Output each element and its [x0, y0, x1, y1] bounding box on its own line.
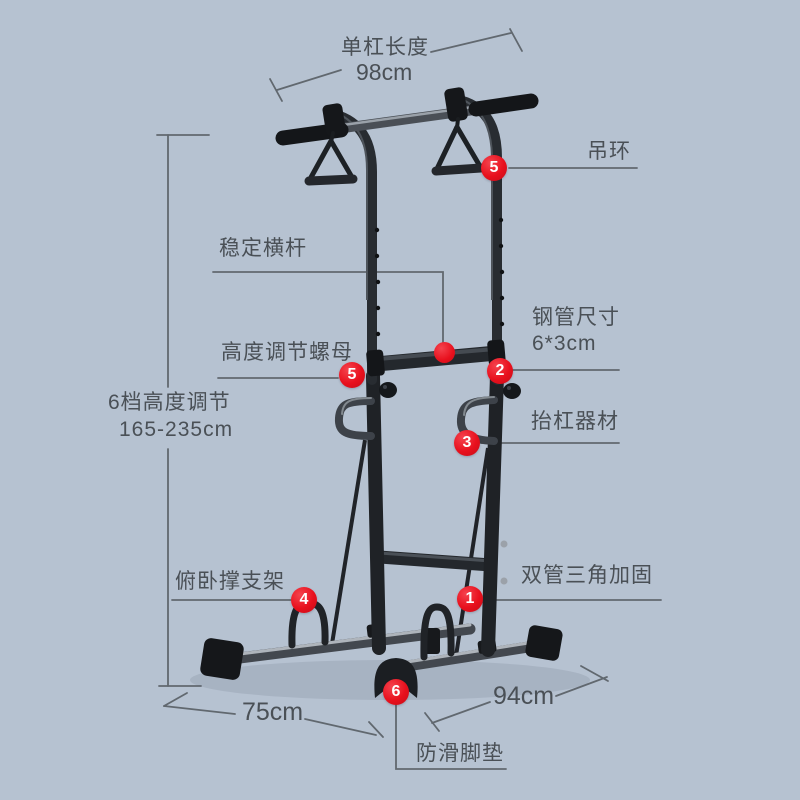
center-bracket [424, 628, 440, 654]
lower-crossbar [372, 550, 498, 572]
hanging-rings [304, 117, 486, 186]
dimension-lines [156, 28, 662, 770]
dip-bars-label: 抬杠器材 [531, 410, 619, 433]
stabilizer-dot [434, 342, 455, 363]
pushup-stand-label: 俯卧撑支架 [175, 570, 285, 593]
rings-label: 吊环 [587, 140, 631, 163]
dim-width-line [424, 665, 609, 732]
adjustment-holes [374, 217, 505, 337]
bar-length-value: 98cm [356, 59, 413, 85]
foot-pads-label: 防滑脚垫 [416, 742, 504, 765]
right-foot-cap [525, 625, 563, 661]
right-grip [468, 93, 539, 117]
badge-triangle-brace: 1 [457, 586, 483, 612]
dim-depth-line [163, 692, 384, 738]
badge-dip-bars: 3 [454, 430, 480, 456]
pipe-size-value: 6*3cm [532, 332, 597, 355]
pipe-size-label: 钢管尺寸 [532, 306, 620, 329]
badge-adjust-nut: 5 [339, 362, 365, 388]
badge-rings: 5 [481, 155, 507, 181]
base-depth-value: 75cm [242, 698, 304, 726]
left-bar-bracket [322, 103, 346, 136]
badge-foot-pads: 6 [383, 679, 409, 705]
left-foot-cap [200, 638, 244, 680]
dim-bar-length-line [269, 28, 523, 102]
pullup-bar [275, 87, 539, 146]
height-adjust-value: 165-235cm [119, 418, 234, 441]
stabilizer-leader-line [212, 271, 444, 345]
bar-length-label: 单杠长度 [341, 36, 429, 59]
stabilizer-label: 稳定横杆 [219, 237, 307, 260]
badge-pipe-size: 2 [487, 358, 513, 384]
power-tower [190, 87, 590, 700]
triangle-brace-label: 双管三角加固 [521, 564, 653, 587]
support-rods [329, 439, 490, 657]
dim-height-line [156, 134, 210, 687]
base-width-value: 94cm [493, 682, 555, 710]
badge-pushup-stand: 4 [291, 587, 317, 613]
height-adjust-label: 6档高度调节 [108, 391, 231, 414]
adjustment-knobs [379, 382, 521, 399]
right-bar-bracket [444, 87, 468, 122]
adjust-nut-label: 高度调节螺母 [221, 341, 353, 364]
footpad-leader-line [395, 703, 507, 770]
